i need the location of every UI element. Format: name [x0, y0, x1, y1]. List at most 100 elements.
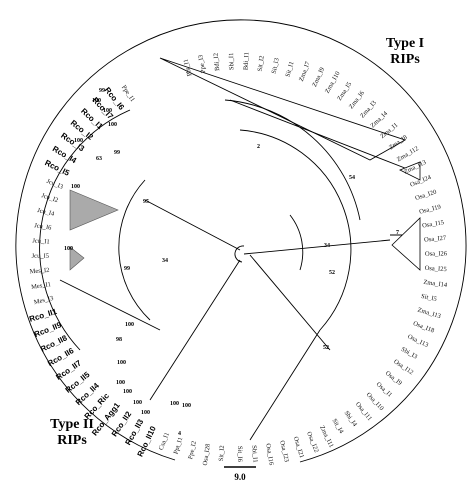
- leaf-label: Zma_I6: [348, 89, 367, 110]
- leaf-label: Csa_I1: [158, 431, 171, 451]
- leaf-label: Sit_I1: [284, 61, 295, 78]
- bootstrap-value: 34: [162, 258, 168, 264]
- bootstrap-value: 95: [143, 199, 149, 205]
- leaf-label: Sit_I2: [257, 55, 266, 72]
- leaf-label: Mes_I3: [33, 295, 54, 306]
- internal-arc-1: [39, 109, 131, 351]
- leaf-label: Sbi_I1: [250, 445, 258, 463]
- bootstrap-value: 99: [114, 150, 120, 156]
- bootstrap-value: 34: [324, 243, 330, 249]
- leaf-label: Osa_I9: [384, 370, 403, 387]
- leaf-label: Bdi_I1: [243, 52, 251, 70]
- leaf-label: Osa_I16: [264, 443, 274, 467]
- leaf-label: Osa_I10: [365, 391, 385, 412]
- osa-collapsed-clade: [399, 161, 421, 181]
- leaf-label: Zma_I4: [369, 110, 389, 130]
- branch-e: [229, 99, 411, 171]
- branch-c: [249, 254, 331, 351]
- leaf-label: Sit_I5: [420, 293, 437, 303]
- internal-arc-3: [224, 99, 361, 221]
- leaf-label: Zma_I10: [324, 70, 342, 94]
- branch-f: [249, 329, 321, 441]
- bootstrap-value: 100: [125, 322, 134, 328]
- leaf-label: Osa_I12: [392, 358, 414, 376]
- scale-bar-label: 9.0: [234, 472, 246, 482]
- bootstrap-value: 99: [124, 266, 130, 272]
- branch-g: [59, 279, 161, 331]
- bootstrap-value: 100: [117, 360, 126, 366]
- leaf-label: Bdi_I2: [213, 53, 222, 72]
- leaf-label: Zma_I13: [417, 307, 442, 320]
- bootstrap-value: 54: [349, 175, 355, 181]
- internal-arc-5: [289, 214, 304, 271]
- leaf-label: Mes_I1: [31, 281, 52, 291]
- leaf-label: Jcu_I1: [32, 237, 50, 245]
- leaf-label: Jcu_I2: [40, 192, 59, 204]
- type-ii-label: Type II: [50, 417, 94, 432]
- osa-zma-collapsed-clade: [391, 217, 421, 271]
- leaf-label: Sit_I6: [236, 446, 243, 463]
- leaf-label: Ppe_I2: [187, 440, 198, 460]
- leaf-label: Osa_I19: [419, 204, 442, 216]
- bootstrap-value: 100: [182, 403, 191, 409]
- bootstrap-value: 100: [141, 410, 150, 416]
- leaf-label: Mes_I2: [29, 267, 49, 275]
- leaf-label: Osa_I18: [412, 320, 435, 334]
- leaf-label: Osa_I22: [305, 431, 320, 454]
- leaf-label: Jcu_I3: [45, 178, 64, 191]
- branch-a: [243, 239, 391, 255]
- internal-arc-2: [118, 179, 151, 321]
- leaf-label: Zma_I8: [388, 134, 409, 152]
- leaf-label: Jcu_I5: [32, 253, 49, 260]
- leaf-label: Sit_I2: [218, 445, 226, 461]
- bootstrap-value: 7: [396, 230, 399, 236]
- leaf-label: Zma_I9: [311, 66, 326, 88]
- bootstrap-value: 100: [92, 98, 101, 104]
- bootstrap-value: 100: [123, 389, 132, 395]
- jcu-collapsed-clade: [69, 189, 119, 231]
- leaf-label: Osa_I27: [424, 235, 447, 244]
- leaf-label: Zma_I3: [359, 100, 378, 120]
- leaf-label: Sbi_I1: [228, 53, 235, 70]
- bootstrap-value: 52: [323, 345, 329, 351]
- bootstrap-value: 100: [108, 122, 117, 128]
- leaf-label: Osa_I26: [425, 250, 448, 257]
- leaf-label: Osa_I23: [278, 440, 290, 463]
- bootstrap-value: 100: [71, 184, 80, 190]
- leaf-label: Osa_I25: [424, 265, 446, 273]
- leaf-label: Ppt_I1: [173, 436, 185, 455]
- leaf-label: Sbi_I3: [400, 346, 419, 361]
- bootstrap-value: 2: [257, 144, 260, 150]
- bootstrap-value: 100: [74, 138, 83, 144]
- bootstrap-value: 98: [116, 337, 122, 343]
- bootstrap-value: 63: [96, 156, 102, 162]
- branch-d: [144, 199, 241, 251]
- leaf-label: Zma_I5: [336, 81, 353, 102]
- leaf-label: Jcu_I6: [34, 222, 53, 232]
- outer-ring-arc-main: [15, 19, 467, 463]
- leaf-label: Zma_I7: [298, 60, 312, 82]
- leaf-label: Sit_I4: [331, 418, 345, 436]
- bootstrap-value: 100: [64, 246, 73, 252]
- leaf-label: Jcu_I4: [36, 207, 55, 218]
- bootstrap-value: 100: [103, 108, 112, 114]
- leaf-label: Sbi_I4: [343, 410, 359, 429]
- type-i-label: Type I: [386, 36, 424, 51]
- leaf-label: Pbt_I1: [182, 58, 193, 77]
- leaf-label: Zma_I12: [396, 145, 420, 163]
- leaf-label: Osa_I20: [414, 189, 437, 202]
- leaf-label: Osa_I13: [406, 333, 429, 349]
- internal-arc-4: [239, 129, 352, 331]
- leaf-label: Osa_I1: [375, 381, 394, 399]
- leaf-label: Osa_I15: [422, 219, 445, 229]
- leaf-label: Osa_I21: [292, 436, 305, 459]
- bootstrap-value: 100: [170, 401, 179, 407]
- leaf-label: Zma_I11: [318, 425, 335, 449]
- leaf-label: Osa_I11: [354, 401, 373, 422]
- branch-b: [149, 259, 241, 401]
- leaf-label: Osa_I28: [202, 443, 212, 466]
- leaf-label: Rco_II1: [28, 307, 58, 324]
- bootstrap-value: 52: [329, 270, 335, 276]
